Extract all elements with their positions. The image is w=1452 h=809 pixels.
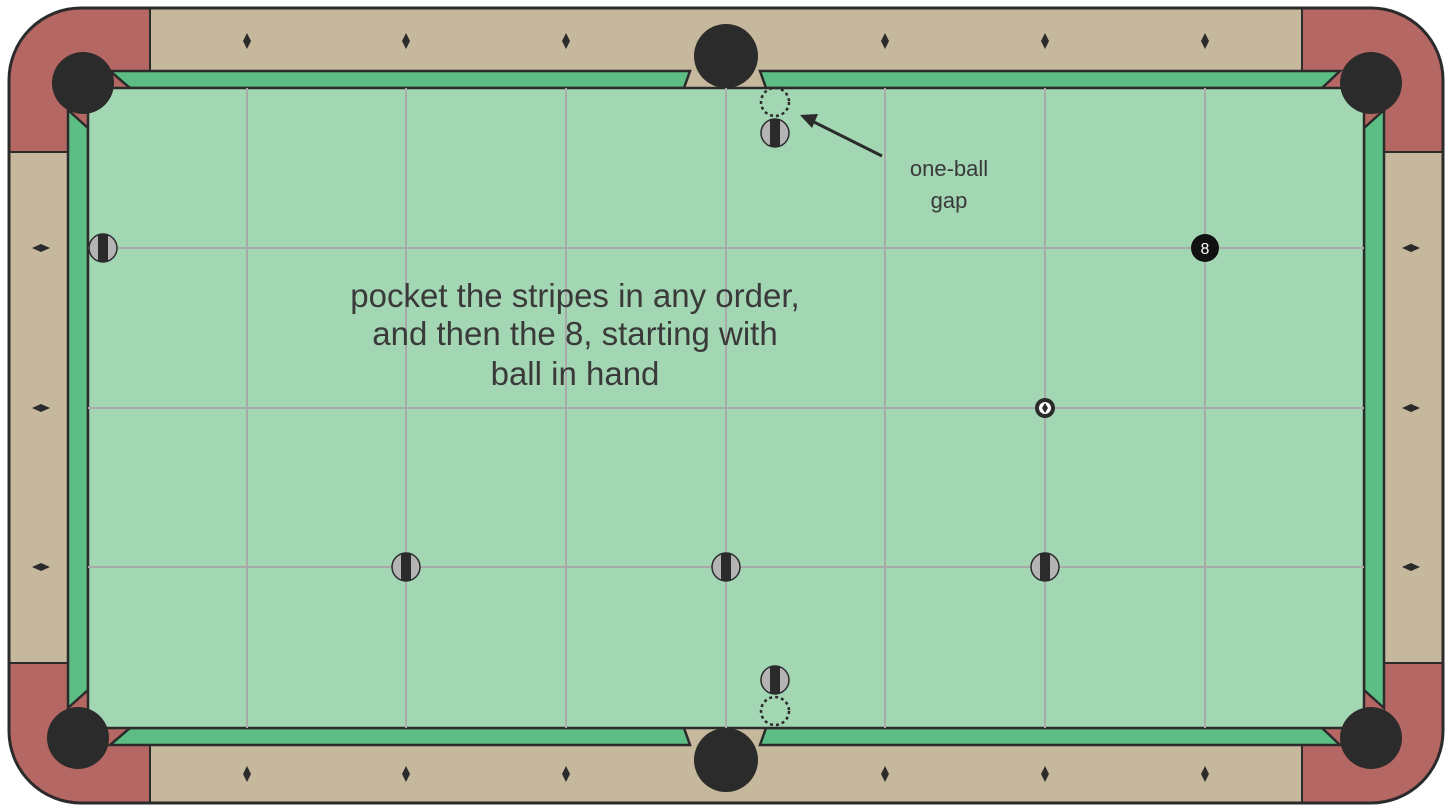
cushion-top-left [110,71,690,88]
pocket-icon [1340,707,1402,769]
pocket-icon [1340,52,1402,114]
striped-ball-icon [89,234,117,262]
pocket-icon [47,707,109,769]
striped-ball-icon [761,666,789,694]
cushion-top-right [760,71,1340,88]
cue-ball-target-icon [1035,398,1055,418]
instruction-line-2: and then the 8, starting with [372,315,777,352]
annotation-line-2: gap [931,188,968,213]
pocket-icon [694,24,758,88]
instruction-line-1: pocket the stripes in any order, [350,277,799,314]
pocket-icon [694,728,758,792]
striped-ball-icon [712,553,740,581]
eight-ball-label: 8 [1201,241,1210,258]
striped-ball-icon [392,553,420,581]
striped-ball-icon [761,119,789,147]
annotation-line-1: one-ball [910,156,988,181]
cushion-bottom-left [110,728,690,745]
cushion-bottom-right [760,728,1340,745]
instruction-line-3: ball in hand [491,355,660,392]
striped-ball-icon [1031,553,1059,581]
cushion-left [68,110,88,708]
pocket-icon [52,52,114,114]
cushion-right [1364,110,1384,708]
eight-ball-icon: 8 [1191,234,1219,262]
